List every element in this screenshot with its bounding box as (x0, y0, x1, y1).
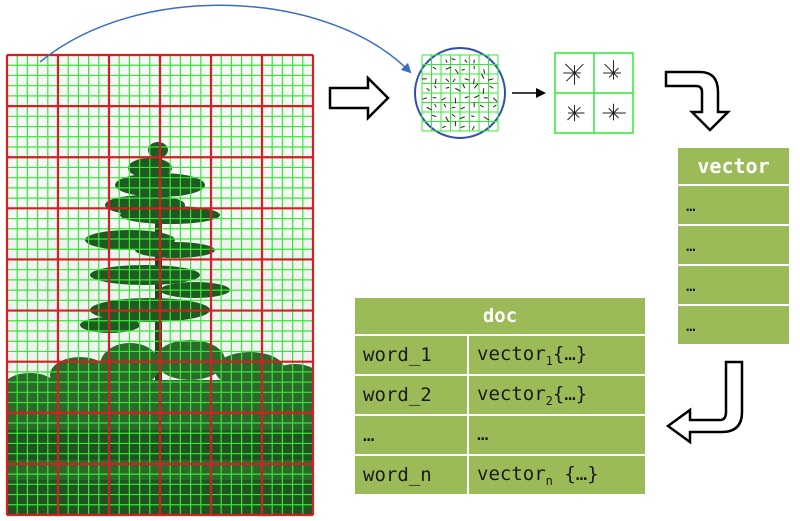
word-cell: … (353, 414, 469, 456)
doc-table: doc word_1 vector1{…} word_2 vector2{…} … (353, 296, 647, 496)
vector-cell: … (676, 184, 791, 226)
table-row: word_1 vector1{…} (353, 334, 647, 376)
vector-cell: … (676, 264, 791, 306)
doc-table-header: doc (353, 296, 647, 336)
block-arrow-right-icon (328, 74, 390, 122)
word-cell: word_n (353, 454, 469, 496)
vector-ref-cell: … (467, 414, 647, 456)
vector-table-header: vector (676, 146, 791, 186)
vector-cell: … (676, 304, 791, 346)
table-row: word_n vectorn {…} (353, 454, 647, 496)
word-cell: word_1 (353, 334, 469, 376)
vector-ref-cell: vector2{…} (467, 374, 647, 416)
word-cell: word_2 (353, 374, 469, 416)
table-row: … … (353, 414, 647, 456)
vector-cell: … (676, 224, 791, 266)
descriptor-circle-icon (414, 47, 506, 139)
u-turn-arrow-icon (665, 360, 744, 445)
curved-arrow-icon (39, 4, 412, 74)
gradient-histograms-icon (554, 52, 634, 134)
u-turn-arrow-icon (664, 70, 732, 132)
vector-ref-cell: vectorn {…} (467, 454, 647, 496)
vector-ref-cell: vector1{…} (467, 334, 647, 376)
vector-table: vector … … … … (676, 146, 791, 346)
table-row: word_2 vector2{…} (353, 374, 647, 416)
coarse-grid (5, 53, 315, 517)
